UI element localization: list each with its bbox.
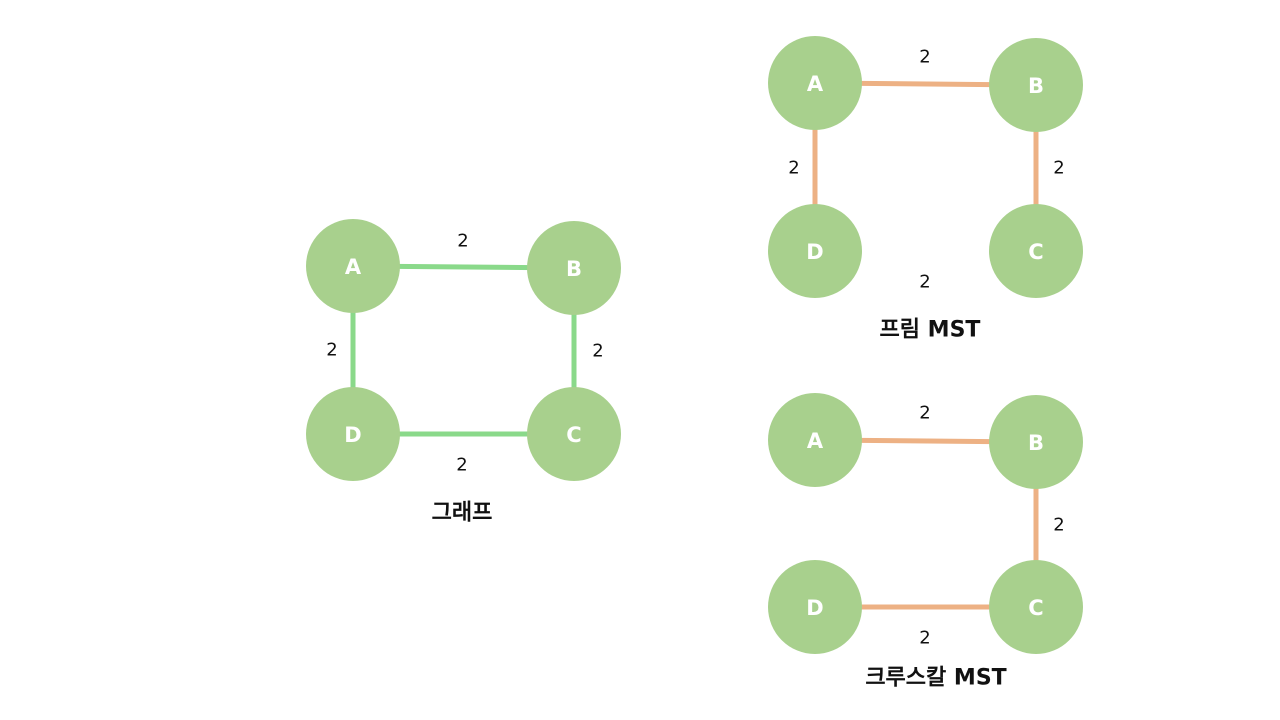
kruskal-edge-weight-D-C: 2 <box>919 628 930 649</box>
kruskal-node-B <box>989 395 1083 489</box>
kruskal-node-label-C: C <box>1028 596 1043 620</box>
prim-caption: 프림 MST <box>880 318 981 343</box>
graph-node-D <box>306 387 400 481</box>
prim-node-D <box>768 204 862 298</box>
prim-edge-weight-A-B: 2 <box>919 47 930 68</box>
graph-node-B <box>527 221 621 315</box>
graph-edge-weight-D-C: 2 <box>456 455 467 476</box>
kruskal-node-D <box>768 560 862 654</box>
prim-node-label-B: B <box>1028 74 1044 98</box>
prim-node-label-C: C <box>1028 240 1043 264</box>
graph-node-C <box>527 387 621 481</box>
graph-node-label-D: D <box>344 423 361 447</box>
graph-edge-weight-B-C: 2 <box>592 341 603 362</box>
graph-edge-weight-A-B: 2 <box>457 231 468 252</box>
graph-node-label-B: B <box>566 257 582 281</box>
kruskal-edge-weight-A-B: 2 <box>919 403 930 424</box>
prim-node-label-D: D <box>806 240 823 264</box>
prim-edge-weight-D-C: 2 <box>919 272 930 293</box>
kruskal-node-label-B: B <box>1028 431 1044 455</box>
graph-node-label-C: C <box>566 423 581 447</box>
graph-node-A <box>306 219 400 313</box>
kruskal-node-label-A: A <box>807 429 824 453</box>
graph-node-label-A: A <box>345 255 362 279</box>
kruskal-node-label-D: D <box>806 596 823 620</box>
prim-node-A <box>768 36 862 130</box>
graph-caption: 그래프 <box>432 501 493 526</box>
kruskal-caption: 크루스칼 MST <box>865 666 1006 691</box>
kruskal-node-A <box>768 393 862 487</box>
kruskal-edge-weight-B-C: 2 <box>1053 515 1064 536</box>
kruskal-node-C <box>989 560 1083 654</box>
prim-node-C <box>989 204 1083 298</box>
graph-edge-weight-A-D: 2 <box>326 340 337 361</box>
prim-node-B <box>989 38 1083 132</box>
prim-edge-weight-B-C: 2 <box>1053 158 1064 179</box>
prim-edge-weight-A-D: 2 <box>788 158 799 179</box>
prim-node-label-A: A <box>807 72 824 96</box>
